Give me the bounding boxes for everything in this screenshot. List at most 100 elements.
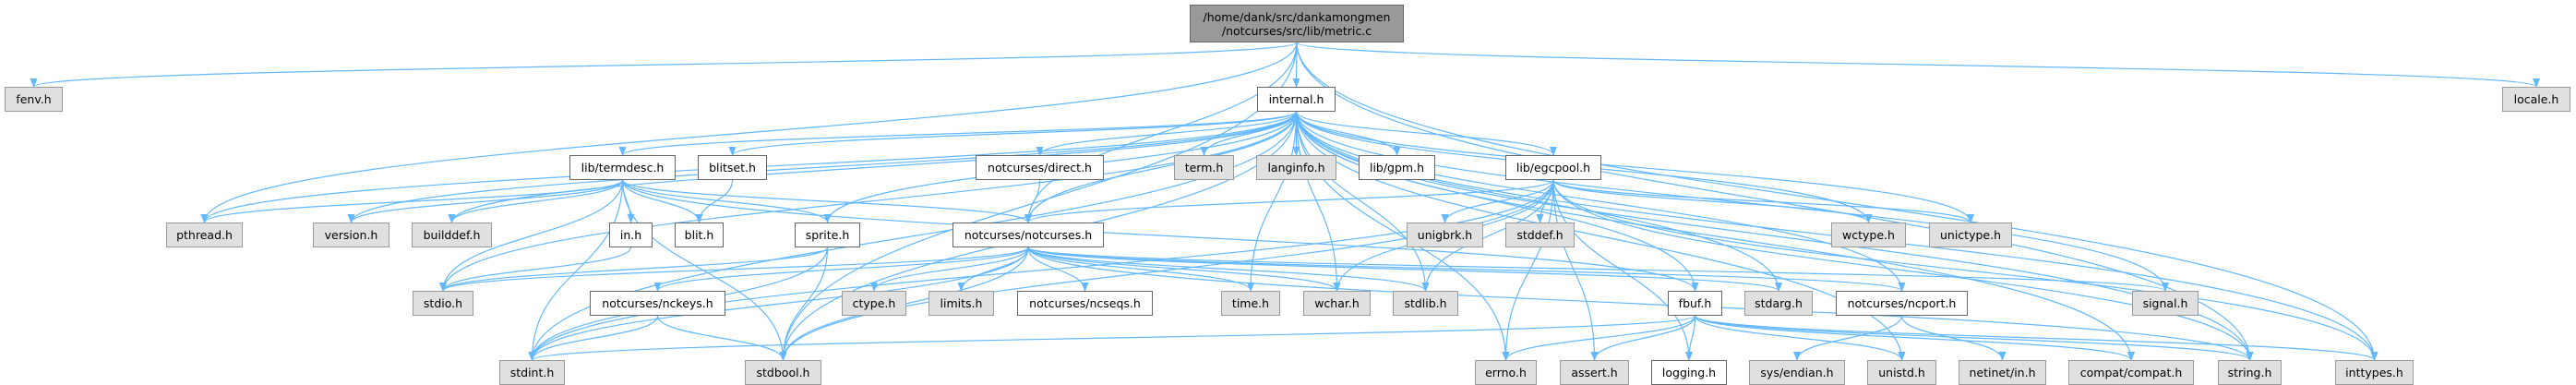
- node-stdarg-h[interactable]: stdarg.h: [1744, 291, 1813, 316]
- edge-egcpool-to-assert: [1552, 179, 1599, 361]
- node-ctype-h[interactable]: ctype.h: [842, 291, 906, 316]
- node-inttypes-h[interactable]: inttypes.h: [2335, 360, 2414, 385]
- node-wctype-h[interactable]: wctype.h: [1831, 223, 1906, 247]
- edge-root-to-fenv: [30, 42, 1298, 88]
- edge-internal-to-signal: [1295, 111, 2169, 292]
- node-stddef-h[interactable]: stddef.h: [1505, 223, 1575, 247]
- edge-fbuf-to-assert: [1590, 315, 1696, 361]
- edge-fbuf-to-errno: [1502, 315, 1696, 361]
- node-stdlib-h[interactable]: stdlib.h: [1393, 291, 1458, 316]
- edge-nckeys-to-stdint: [528, 315, 659, 361]
- edge-egcpool-to-notcurses: [1024, 179, 1554, 223]
- node-in-h[interactable]: in.h: [609, 223, 653, 247]
- edge-internal-to-notcurses: [1024, 111, 1298, 223]
- node-notcurses-notcurses-h[interactable]: notcurses/notcurses.h: [953, 223, 1104, 247]
- edge-internal-to-builddef: [448, 111, 1298, 223]
- node-sys-endian-h[interactable]: sys/endian.h: [1749, 360, 1845, 385]
- edge-notcurses-to-wchar: [1027, 247, 1341, 292]
- node-blit-h[interactable]: blit.h: [675, 223, 724, 247]
- edge-fbuf-to-string: [1694, 315, 2254, 361]
- edge-termdesc-to-sprite: [621, 179, 832, 223]
- edge-root-to-locale: [1296, 42, 2540, 88]
- edge-notcurses-to-signal: [1027, 247, 2169, 292]
- node-fenv-h[interactable]: fenv.h: [5, 87, 63, 112]
- node-limits-h[interactable]: limits.h: [929, 291, 994, 316]
- node-notcurses-nckeys-h[interactable]: notcurses/nckeys.h: [590, 291, 725, 316]
- edge-termdesc-to-stdint: [528, 179, 624, 361]
- node-sprite-h[interactable]: sprite.h: [795, 223, 860, 247]
- edge-egcpool-to-unigbrk: [1441, 179, 1554, 223]
- node-signal-h[interactable]: signal.h: [2132, 291, 2199, 316]
- edge-notcurses-to-ctype: [870, 247, 1029, 292]
- node-locale-h[interactable]: locale.h: [2502, 87, 2570, 112]
- node-unigbrk-h[interactable]: unigbrk.h: [1407, 223, 1483, 247]
- edge-notcurses-to-string: [1027, 247, 2254, 361]
- edge-fbuf-to-unistd: [1694, 315, 1906, 361]
- edge-fbuf-to-stdint: [528, 315, 1696, 361]
- root-file-node[interactable]: /home/dank/src/dankamongmen /notcurses/s…: [1190, 5, 1404, 42]
- edge-notcurses-to-ncseqs: [1027, 247, 1089, 292]
- edge-internal-to-egcpool: [1295, 111, 1557, 156]
- edge-notcurses-to-stdint: [528, 247, 1029, 361]
- node-stdint-h[interactable]: stdint.h: [499, 360, 565, 385]
- node-lib-termdesc-h[interactable]: lib/termdesc.h: [569, 155, 676, 180]
- node-lib-egcpool-h[interactable]: lib/egcpool.h: [1505, 155, 1601, 180]
- node-time-h[interactable]: time.h: [1221, 291, 1280, 316]
- node-notcurses-ncseqs-h[interactable]: notcurses/ncseqs.h: [1017, 291, 1153, 316]
- node-unistd-h[interactable]: unistd.h: [1867, 360, 1936, 385]
- node-term-h[interactable]: term.h: [1174, 155, 1234, 180]
- edge-internal-to-gpm: [1295, 111, 1401, 156]
- edge-termdesc-to-builddef: [448, 179, 624, 223]
- node-assert-h[interactable]: assert.h: [1560, 360, 1629, 385]
- edge-notcurses-to-limits: [957, 247, 1029, 292]
- node-notcurses-ncport-h[interactable]: notcurses/ncport.h: [1836, 291, 1968, 316]
- edge-egcpool-to-unictype: [1552, 179, 1974, 223]
- node-blitset-h[interactable]: blitset.h: [698, 155, 767, 180]
- edge-internal-to-ncport: [1295, 111, 1906, 292]
- node-builddef-h[interactable]: builddef.h: [412, 223, 492, 247]
- edge-notcurses-to-ncport: [1027, 247, 1906, 292]
- edge-notcurses-to-stdio: [439, 247, 1029, 292]
- node-notcurses-direct-h[interactable]: notcurses/direct.h: [976, 155, 1104, 180]
- edge-fbuf-to-logging: [1685, 315, 1696, 361]
- root-file-path-line2: /notcurses/src/lib/metric.c: [1221, 23, 1372, 38]
- node-stdio-h[interactable]: stdio.h: [413, 291, 473, 316]
- edge-internal-to-stdlib: [1295, 111, 1430, 292]
- edge-internal-to-stdint: [528, 111, 1298, 361]
- edge-termdesc-to-version: [347, 179, 624, 223]
- edge-ncport-to-endian: [1793, 315, 1903, 361]
- node-stdbool-h[interactable]: stdbool.h: [745, 360, 821, 385]
- root-file-path-line1: /home/dank/src/dankamongmen: [1203, 9, 1391, 24]
- node-netinet-in-h[interactable]: netinet/in.h: [1959, 360, 2046, 385]
- edge-internal-to-termdesc: [618, 111, 1298, 156]
- edge-notcurses-to-nckeys: [653, 247, 1029, 292]
- edge-internal-to-blitset: [728, 111, 1298, 156]
- node-wchar-h[interactable]: wchar.h: [1303, 291, 1371, 316]
- edge-sprite-to-stdio: [439, 247, 829, 292]
- node-langinfo-h[interactable]: langinfo.h: [1256, 155, 1336, 180]
- edge-blitset-to-blit: [695, 179, 734, 223]
- edge-egcpool-to-stdint: [528, 179, 1554, 361]
- node-unictype-h[interactable]: unictype.h: [1929, 223, 2012, 247]
- edge-root-to-pthread: [200, 42, 1298, 223]
- edge-nckeys-to-stdbool: [656, 315, 787, 361]
- node-pthread-h[interactable]: pthread.h: [166, 223, 243, 247]
- edge-internal-to-direct: [1036, 111, 1298, 156]
- edge-internal-to-fbuf: [1295, 111, 1699, 292]
- node-compat-compat-h[interactable]: compat/compat.h: [2068, 360, 2194, 385]
- node-string-h[interactable]: string.h: [2218, 360, 2282, 385]
- edge-internal-to-unistd: [1295, 111, 1906, 361]
- node-fbuf-h[interactable]: fbuf.h: [1668, 291, 1722, 316]
- edge-in-to-stdio: [439, 247, 632, 292]
- edge-internal-to-term: [1200, 111, 1298, 156]
- edge-fbuf-to-inttypes: [1694, 315, 2378, 361]
- node-logging-h[interactable]: logging.h: [1651, 360, 1727, 385]
- node-lib-gpm-h[interactable]: lib/gpm.h: [1359, 155, 1435, 180]
- edge-notcurses-to-stdarg: [1027, 247, 1782, 292]
- node-internal-h[interactable]: internal.h: [1257, 87, 1336, 112]
- edge-internal-to-time: [1247, 111, 1298, 292]
- node-errno-h[interactable]: errno.h: [1475, 360, 1537, 385]
- node-version-h[interactable]: version.h: [313, 223, 389, 247]
- edge-fbuf-to-compat: [1694, 315, 2135, 361]
